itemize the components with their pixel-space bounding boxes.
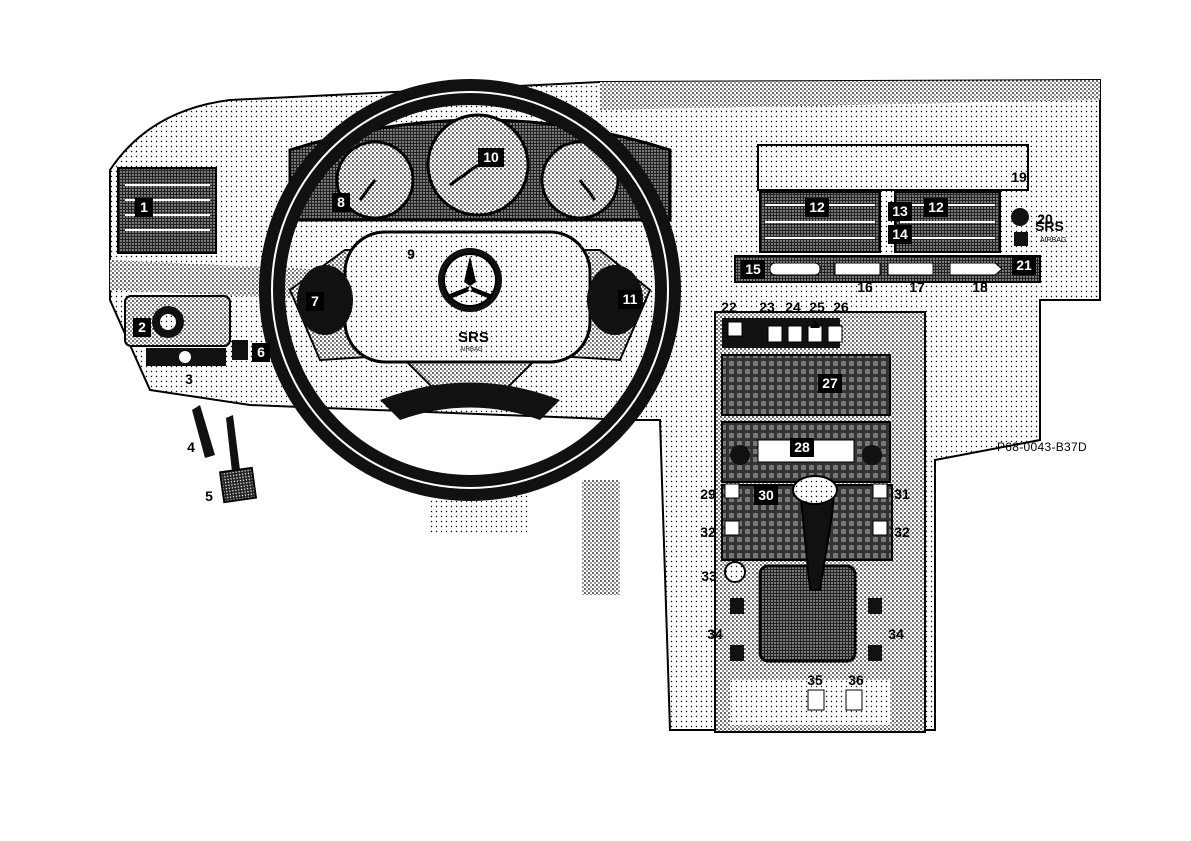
callout-33: 33 (697, 567, 721, 586)
callout-4: 4 (182, 438, 200, 457)
callout-21: 21 (1012, 256, 1036, 275)
left-air-vent (118, 168, 216, 253)
callout-25: 25 (805, 298, 829, 317)
callout-24: 24 (781, 298, 805, 317)
callout-35: 35 (803, 671, 827, 690)
callout-31: 31 (890, 485, 914, 504)
callout-14: 14 (888, 225, 912, 244)
callout-26: 26 (829, 298, 853, 317)
callout-1: 1 (135, 198, 153, 217)
callout-34-right: 34 (884, 625, 908, 644)
callout-20: 20 (1033, 210, 1057, 229)
callout-15: 15 (741, 260, 765, 279)
callout-27: 27 (818, 374, 842, 393)
callout-22: 22 (717, 298, 741, 317)
steering-airbag-srs: SRS (458, 329, 489, 346)
callout-30: 30 (754, 486, 778, 505)
figure-reference-code: P68-0043-B37D (997, 440, 1087, 454)
callout-32-right: 32 (890, 523, 914, 542)
callout-34-left: 34 (703, 625, 727, 644)
callout-7: 7 (306, 292, 324, 311)
callout-28: 28 (790, 438, 814, 457)
callout-16: 16 (853, 278, 877, 297)
callout-13: 13 (888, 202, 912, 221)
callout-2: 2 (133, 318, 151, 337)
callout-18: 18 (968, 278, 992, 297)
callout-17: 17 (905, 278, 929, 297)
callout-36: 36 (844, 671, 868, 690)
callout-6: 6 (252, 343, 270, 362)
callout-11: 11 (618, 290, 642, 309)
pedals (192, 405, 620, 595)
steering-airbag-sub: AIRBAG (460, 347, 483, 353)
callout-3: 3 (180, 370, 198, 389)
callout-5: 5 (200, 487, 218, 506)
callout-32-left: 32 (696, 523, 720, 542)
passenger-airbag-sub: AIRBAG (1040, 237, 1066, 244)
callout-12-right: 12 (924, 198, 948, 217)
callout-23: 23 (755, 298, 779, 317)
callout-29: 29 (696, 485, 720, 504)
switch-strip (735, 256, 1040, 282)
callout-8: 8 (332, 193, 350, 212)
callout-19: 19 (1007, 168, 1031, 187)
callout-9: 9 (402, 245, 420, 264)
callout-10: 10 (478, 148, 504, 167)
callout-12-left: 12 (805, 198, 829, 217)
